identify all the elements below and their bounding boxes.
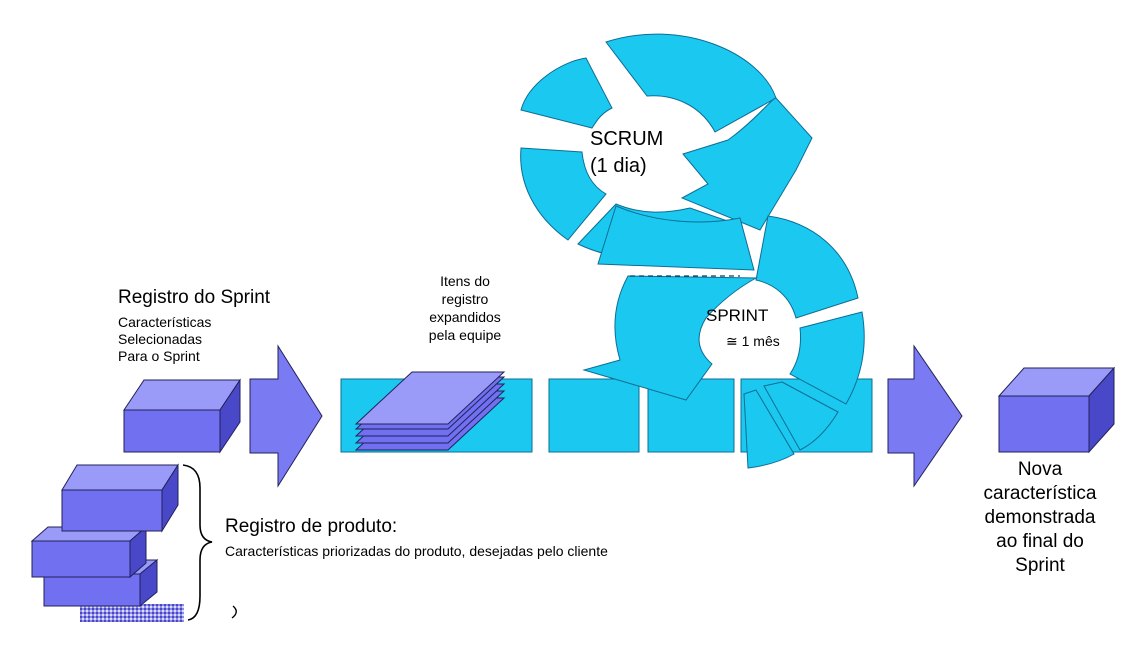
product-backlog-box-1: [61, 463, 179, 533]
sprint-duration-label: ≅ 1 mês: [726, 333, 780, 349]
expanded-items-stack: [354, 371, 506, 451]
brace-tail-mark: [231, 605, 237, 619]
new-feature-label: Nova característica demonstrada ao final…: [960, 458, 1120, 578]
new-feature-line: ao final do: [996, 531, 1084, 552]
expanded-items-line: registro: [441, 291, 489, 307]
sprint-cycle-main-arrow: [582, 275, 758, 401]
sprint-cycle-segment-bottom: [743, 389, 795, 469]
sprint-cycle-segment-bottom-right: [763, 381, 839, 451]
scrum-cycle-segment-left: [520, 147, 607, 241]
new-feature-box: [997, 366, 1116, 454]
sprint-cycle: [582, 205, 865, 469]
product-backlog-description: Características priorizadas do produto, …: [225, 543, 608, 559]
sprint-backlog-desc-line: Para o Sprint: [118, 348, 200, 364]
new-feature-line: Sprint: [1015, 555, 1065, 576]
new-feature-line: característica: [983, 483, 1097, 504]
product-backlog-brace: [182, 464, 213, 621]
new-feature-line: demonstrada: [984, 507, 1096, 528]
scrum-cycle-arrowhead: [680, 97, 813, 231]
sprint-backlog-title: Registro do Sprint: [118, 287, 271, 308]
expanded-items-line: pela equipe: [428, 327, 502, 343]
product-backlog-base-tile: [80, 604, 184, 622]
product-backlog-title: Registro de produto:: [225, 516, 398, 537]
product-backlog-box-2: [30, 525, 148, 579]
scrum-cycle-segment-top: [605, 33, 777, 133]
sprint-cycle-upper-band: [597, 205, 755, 271]
sprint-cycle-label: SPRINT: [706, 306, 769, 325]
sprint-backlog-description: Características Selecionadas Para o Spri…: [118, 314, 211, 365]
sprint-backlog-desc-line: Características: [118, 314, 212, 330]
sprint-cycle-segment-right-top: [755, 215, 859, 319]
expanded-items-line: expandidos: [429, 309, 501, 325]
expanded-items-line: Itens do: [440, 273, 490, 289]
scrum-cycle-label: SCRUM (1 dia): [590, 126, 663, 180]
sprint-cycle-segment-right: [789, 311, 865, 405]
product-backlog-stack: [30, 463, 184, 622]
new-feature-line: Nova: [1017, 459, 1063, 480]
scrum-cycle-segment-top-left: [520, 57, 613, 129]
scrum-cycle-label-line: SCRUM: [590, 128, 664, 150]
flow-arrow-1: [249, 344, 323, 488]
sprint-backlog-box: [123, 378, 241, 454]
timeline-block-2: [548, 378, 640, 453]
flow-arrow-2: [887, 344, 963, 488]
sprint-backlog-desc-line: Selecionadas: [118, 331, 203, 347]
scrum-cycle-label-line: (1 dia): [590, 155, 647, 177]
expanded-items-label: Itens do registro expandidos pela equipe: [400, 272, 530, 344]
